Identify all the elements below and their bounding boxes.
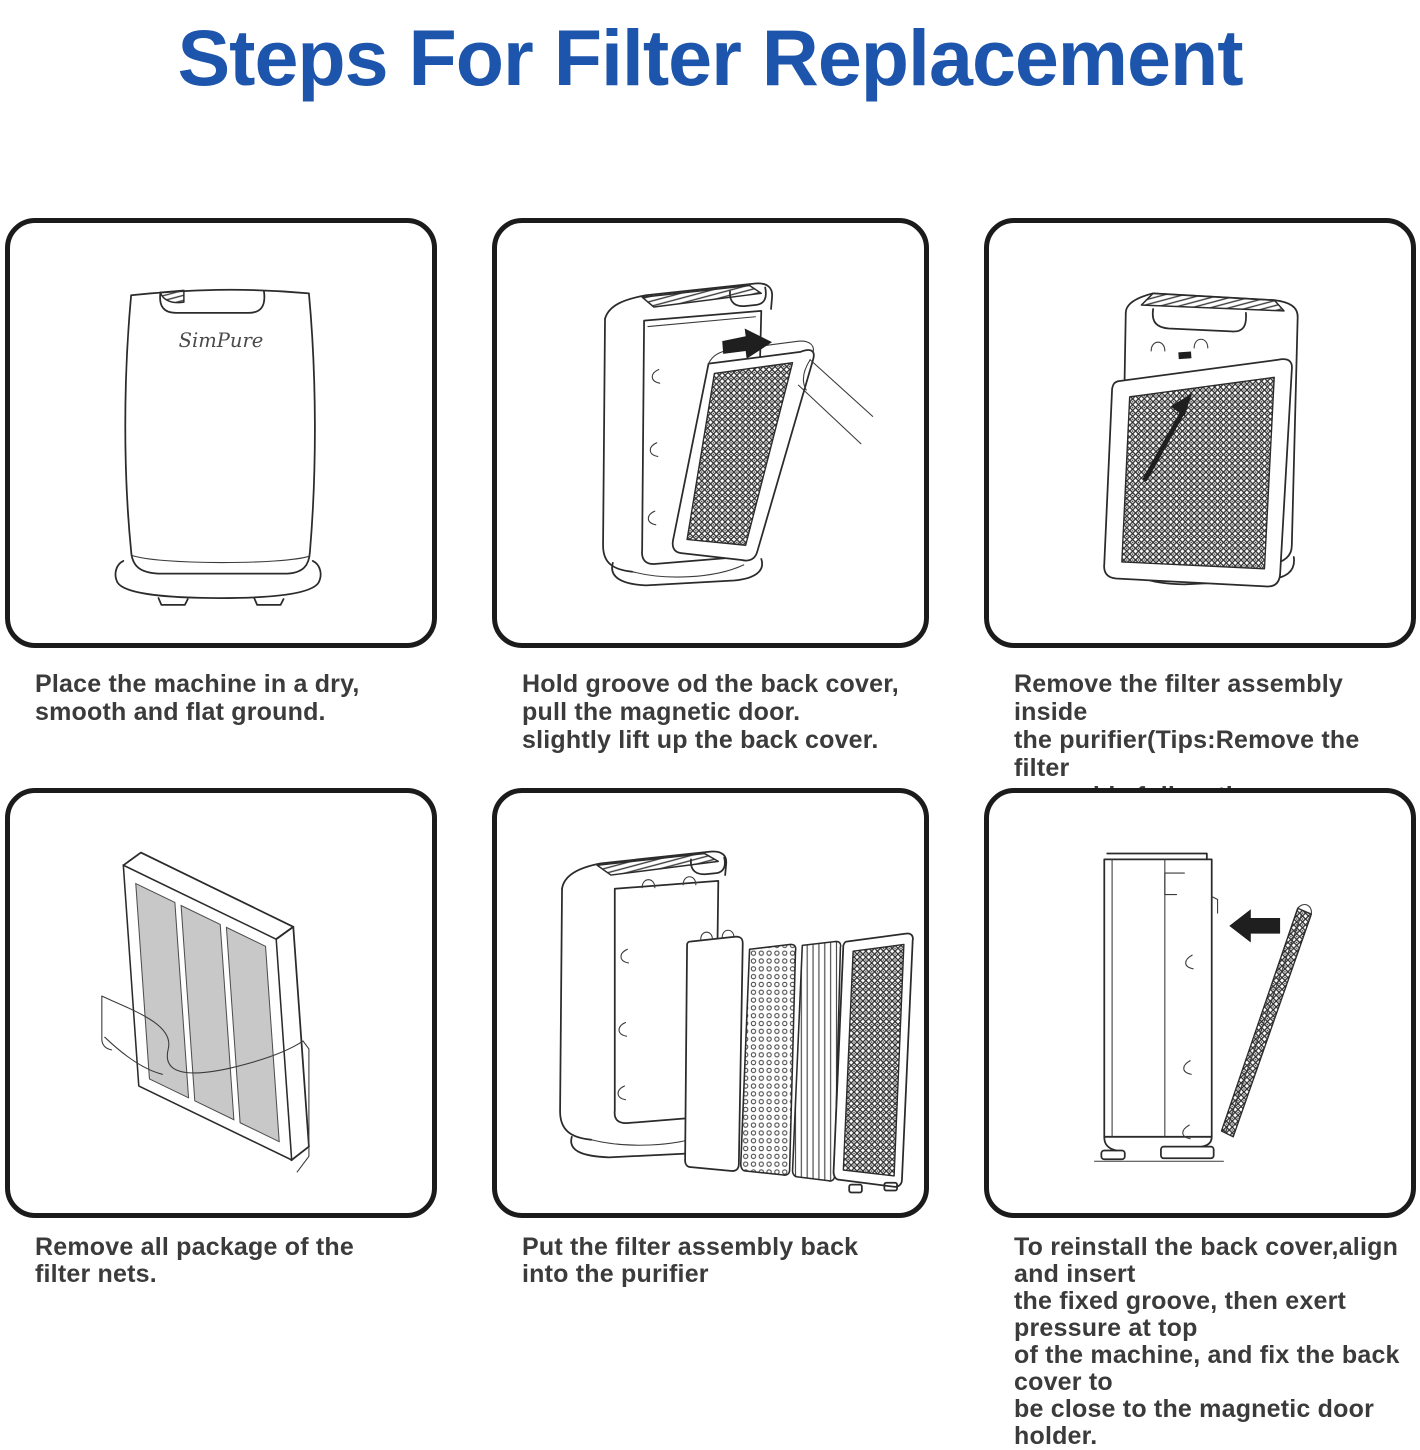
filter-package-illustration [101,851,310,1173]
purifier-front-view-illustration: SimPure [114,288,322,606]
arrow-left-icon [1229,909,1281,943]
filter-layer-pleated [791,940,842,1182]
back-cover-removal-illustration [602,282,874,587]
handle-grip-hatch [159,289,185,304]
arrow-right-icon [722,328,773,359]
arrow-up-right-icon [1142,392,1193,482]
step-2-panel [492,218,929,648]
step-6-panel [984,788,1416,1218]
step-1: SimPure Place the machine in a dry, smoo… [5,218,437,788]
step-2: Hold groove od the back cover, pull the … [492,218,929,788]
step-5-panel [492,788,929,1218]
tilted-back-cover [1220,903,1313,1138]
step-5: Put the filter assembly back into the pu… [492,788,929,1450]
back-cover-reinstall-illustration [1093,852,1313,1162]
purifier-body: SimPure [114,288,322,606]
steps-grid: SimPure Place the machine in a dry, smoo… [5,218,1416,1450]
step-3: Remove the filter assembly inside the pu… [984,218,1416,838]
step-6-caption: To reinstall the back cover,align and in… [1014,1233,1400,1450]
filter-layer-honeycomb [739,943,797,1176]
filter-layer-frame [684,929,744,1172]
filter-layers-exploded-illustration [559,850,914,1194]
slot-marker [1178,351,1192,360]
plastic-wrap [101,995,310,1173]
step-6: To reinstall the back cover,align and in… [984,788,1416,1450]
step-5-caption: Put the filter assembly back into the pu… [522,1233,859,1288]
hand [797,359,874,445]
cover-mesh [686,361,794,547]
step-1-caption: Place the machine in a dry, smooth and f… [35,670,360,726]
step-4-caption: Remove all package of the filter nets. [35,1233,355,1288]
filter-frame [122,851,310,1162]
step-1-panel: SimPure [5,218,437,648]
filter-layer-mesh-cover [832,932,914,1194]
step-4: Remove all package of the filter nets. [5,788,437,1450]
filter-assembly-removal-illustration [1103,292,1299,588]
filter-mesh [1121,376,1275,570]
page-title: Steps For Filter Replacement [177,13,1243,102]
base [114,560,322,599]
brand-logo: SimPure [179,329,264,352]
filter-assembly [1103,358,1293,588]
step-2-caption: Hold groove od the back cover, pull the … [522,670,899,754]
step-3-caption: Remove the filter assembly inside the pu… [1014,670,1360,838]
step-4-panel [5,788,437,1218]
back-cover [671,340,815,562]
purifier-side-view [1093,852,1224,1162]
step-3-panel [984,218,1416,648]
